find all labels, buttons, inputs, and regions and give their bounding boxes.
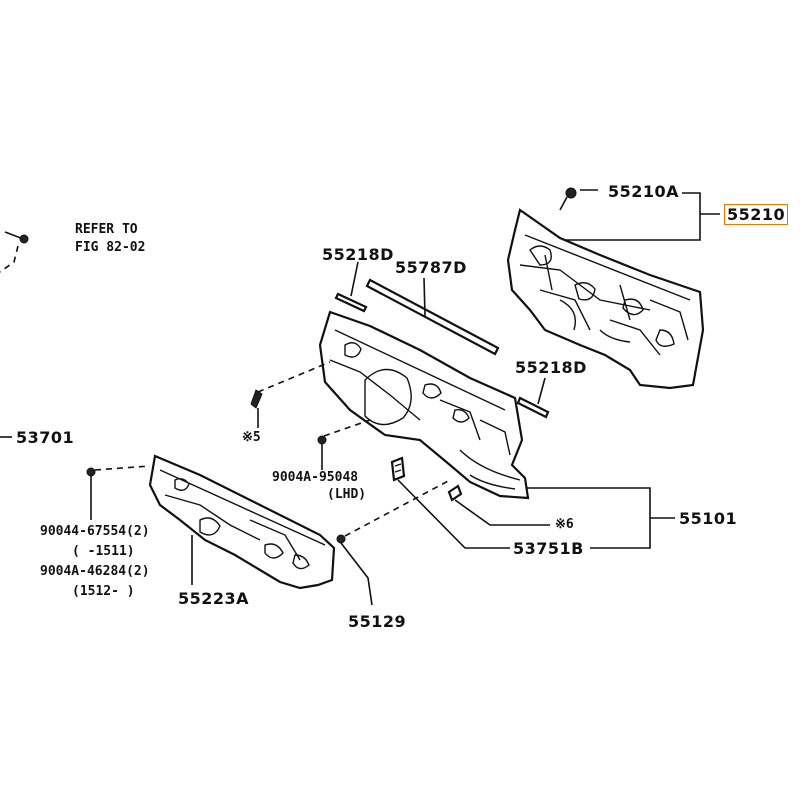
label-9004a-95048[interactable]: 9004A-95048 — [272, 470, 359, 485]
label-55129[interactable]: 55129 — [348, 612, 407, 631]
label-55101[interactable]: 55101 — [679, 509, 738, 528]
insulator-55223a — [148, 454, 336, 590]
strip-55218d-right — [516, 396, 550, 419]
insulator-panel-55210 — [506, 208, 705, 390]
label-55223a[interactable]: 55223A — [178, 589, 250, 608]
label-note5: ※5 — [242, 430, 261, 445]
strip-55218d-top — [334, 292, 368, 313]
strip-55787d — [365, 278, 500, 356]
bolt-55129-icon — [336, 534, 346, 544]
label-53701[interactable]: 53701 — [16, 428, 75, 447]
label-range-1511: ( -1511) — [72, 544, 135, 559]
label-53751b[interactable]: 53751B — [513, 539, 584, 558]
label-55210a[interactable]: 55210A — [608, 182, 680, 201]
dash-panel-55101 — [318, 310, 530, 500]
bolt-note5-icon — [250, 389, 263, 409]
label-55218d-top[interactable]: 55218D — [322, 245, 394, 264]
label-range-1512: (1512- ) — [72, 584, 135, 599]
bolt-9004a-95048-icon — [317, 435, 327, 445]
label-9004a-46284[interactable]: 9004A-46284(2) — [40, 564, 150, 579]
label-55210-highlighted[interactable]: 55210 — [724, 204, 789, 225]
refer-fig-text[interactable]: FIG 82-02 — [75, 240, 146, 255]
refer-arrow-icon — [0, 231, 29, 273]
label-note6: ※6 — [555, 517, 574, 532]
refer-to-text[interactable]: REFER TO — [75, 222, 138, 237]
label-55787d[interactable]: 55787D — [395, 258, 467, 277]
clip-note6-icon — [447, 484, 463, 502]
label-90044-67554[interactable]: 90044-67554(2) — [40, 524, 150, 539]
label-lhd: (LHD) — [327, 487, 367, 502]
bolt-90044-67554-icon — [86, 467, 96, 477]
clip-55210a-icon — [559, 187, 577, 211]
grommet-53751b — [390, 456, 406, 482]
label-55218d-right[interactable]: 55218D — [515, 358, 587, 377]
